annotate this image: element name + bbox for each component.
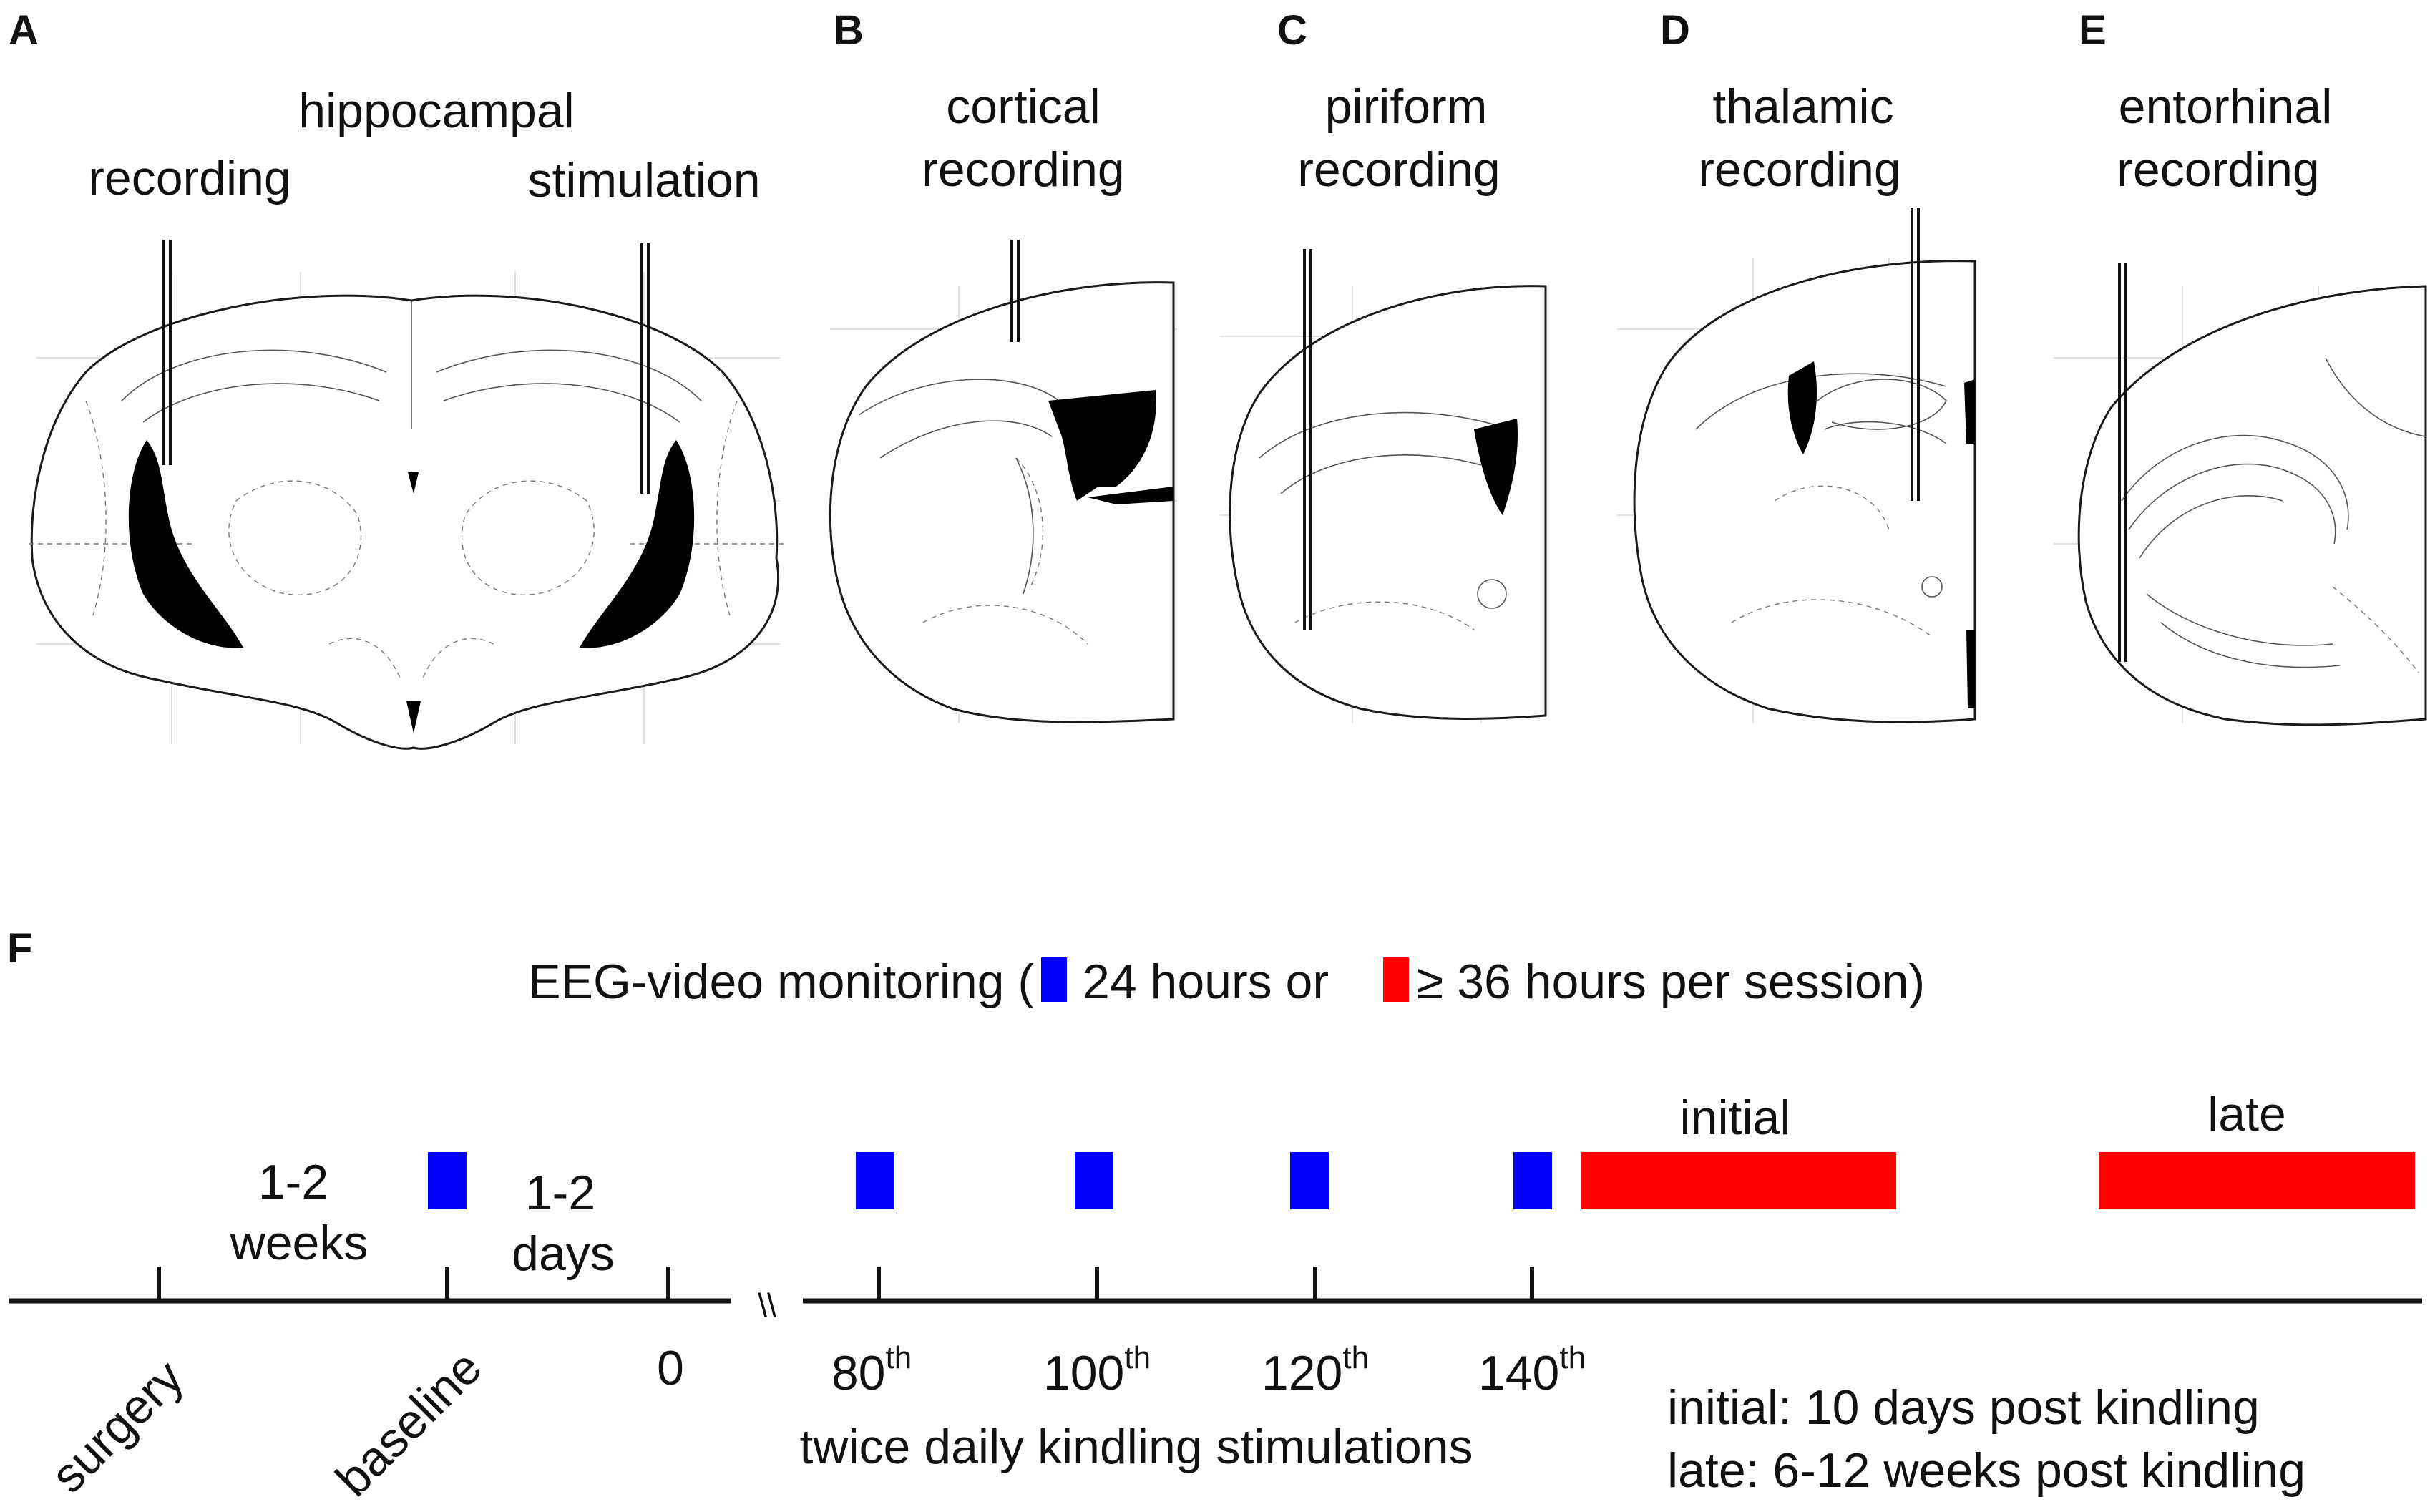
panel-e-electrode: [2118, 263, 2127, 662]
panel-c-letter: C: [1277, 7, 1307, 54]
interval2-line1: 1-2: [525, 1166, 595, 1220]
monitoring-blue-label: 24 hours or: [1083, 955, 1329, 1009]
panel-d-letter: D: [1660, 7, 1690, 54]
panel-e: E entorhinal recording: [2054, 7, 2427, 726]
tick-label-100th: 100th: [1043, 1340, 1151, 1400]
monitoring-block-100th: [1075, 1152, 1113, 1209]
panel-b-letter: B: [834, 7, 864, 54]
panel-e-brain-section: [2077, 285, 2427, 726]
panel-f-letter: F: [7, 925, 32, 972]
panel-a-ventricle-right: [580, 440, 695, 648]
note-initial: initial: 10 days post kindling: [1667, 1380, 2260, 1435]
panel-a-stimulation-label: stimulation: [527, 153, 760, 208]
panel-d-electrode: [1911, 208, 1920, 501]
panel-a-ventricle-left: [128, 440, 243, 648]
panel-f: F EEG-video monitoring ( 24 hours or ≥ 3…: [7, 925, 2422, 1507]
legend-blue-swatch: [1041, 957, 1067, 1002]
monitoring-red-label: ≥ 36 hours per session): [1417, 955, 1925, 1009]
panel-d-brain-section: [1633, 260, 1976, 723]
initial-session-block: [1581, 1152, 1896, 1209]
tick-label-120th: 120th: [1262, 1340, 1369, 1400]
baseline-monitoring-block: [428, 1152, 467, 1209]
tick-label-baseline: baseline: [326, 1340, 492, 1507]
late-session-label: late: [2207, 1087, 2286, 1141]
legend-red-swatch: [1383, 957, 1409, 1002]
monitoring-block-120th: [1290, 1152, 1329, 1209]
panel-b-ventricle: [1048, 390, 1156, 501]
stim-caption: twice daily kindling stimulations: [799, 1420, 1473, 1474]
panel-e-title-line2: recording: [2117, 142, 2320, 197]
panel-a-title: hippocampal: [298, 84, 575, 138]
panel-a: A hippocampal recording stimulation: [9, 7, 787, 750]
panel-a-stimulation-electrode: [640, 243, 650, 494]
panel-c-brain-section: [1229, 285, 1547, 720]
panel-c: C piriform recording: [1220, 7, 1547, 723]
panel-c-electrode: [1303, 249, 1312, 630]
panel-c-ventricle: [1474, 419, 1518, 515]
panel-e-title-line1: entorhinal: [2119, 79, 2333, 134]
panel-e-letter: E: [2079, 7, 2107, 54]
panel-a-letter: A: [9, 7, 39, 54]
monitoring-block-80th: [856, 1152, 894, 1209]
panel-d-title-line2: recording: [1698, 142, 1901, 197]
initial-session-label: initial: [1680, 1091, 1791, 1145]
panel-b-title-line1: cortical: [946, 79, 1100, 134]
panel-b-title-line2: recording: [922, 142, 1125, 197]
panel-a-recording-label: recording: [88, 151, 291, 205]
panel-b-brain-section: [829, 281, 1175, 723]
panel-c-title-line1: piriform: [1325, 79, 1488, 134]
interval1-line1: 1-2: [258, 1155, 328, 1209]
panel-a-recording-electrode: [162, 240, 172, 465]
panel-b-electrode: [1010, 240, 1020, 342]
tick-label-surgery: surgery: [41, 1350, 194, 1503]
panel-c-title-line2: recording: [1297, 142, 1501, 197]
tick-label-zero: 0: [657, 1341, 684, 1395]
late-session-block: [2099, 1152, 2415, 1209]
panel-d-ventricle: [1787, 361, 1817, 454]
panel-d-title-line1: thalamic: [1712, 79, 1893, 134]
axis-break-symbol: \\: [758, 1287, 776, 1324]
panel-b: B cortical recording: [829, 7, 1177, 723]
tick-label-140th: 140th: [1478, 1340, 1586, 1400]
tick-label-80th: 80th: [831, 1340, 912, 1400]
monitoring-block-140th: [1513, 1152, 1552, 1209]
interval1-line2: weeks: [230, 1216, 369, 1270]
note-late: late: 6-12 weeks post kindling: [1667, 1443, 2305, 1498]
interval2-line2: days: [512, 1226, 615, 1281]
panel-d: D thalamic recording: [1617, 7, 1976, 723]
monitoring-prefix: EEG-video monitoring (: [528, 955, 1034, 1009]
